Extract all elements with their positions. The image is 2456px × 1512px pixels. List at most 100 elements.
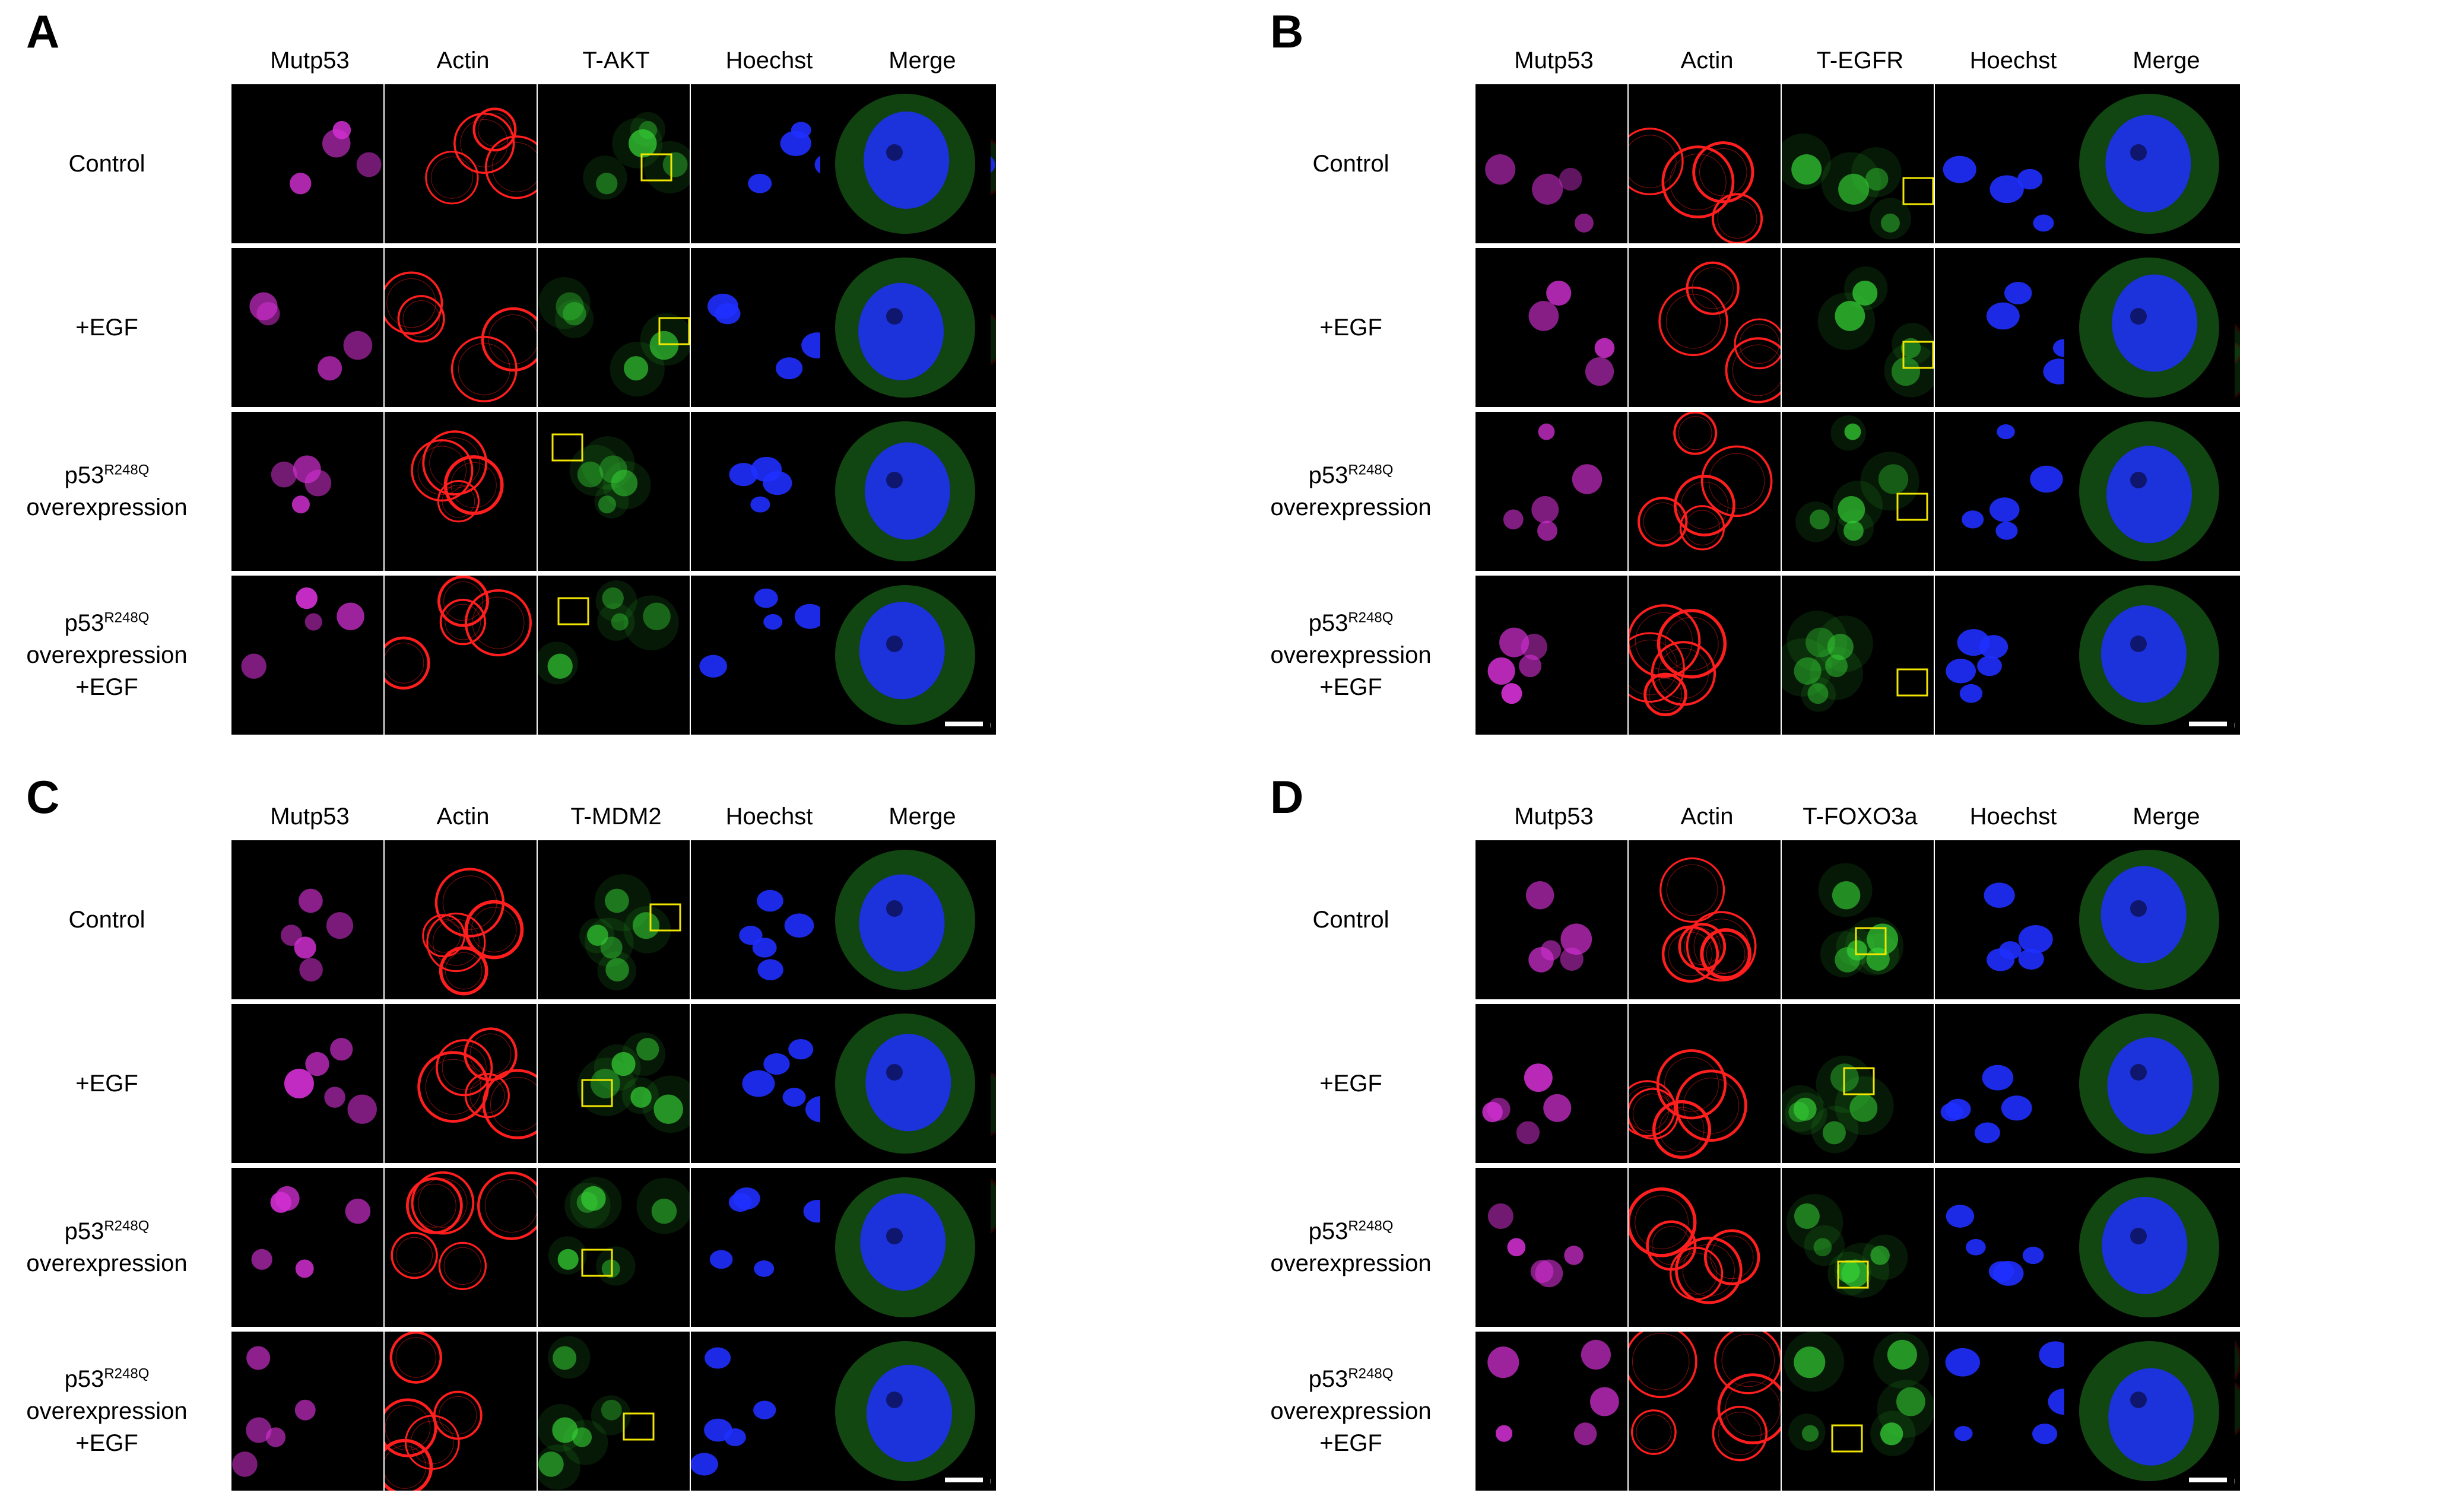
column-header-actin: Actin	[436, 803, 490, 830]
column-header-actin: Actin	[1680, 47, 1734, 74]
micrograph-mutp53	[231, 576, 383, 735]
micrograph-target	[538, 1332, 690, 1491]
micrograph-actin	[385, 1004, 537, 1163]
row-label-control: Control	[1312, 151, 1389, 177]
micrograph-target	[1782, 1004, 1934, 1163]
column-header-target: T-MDM2	[570, 803, 662, 830]
micrograph-mutp53	[231, 840, 383, 999]
column-header-target: T-EGFR	[1816, 47, 1904, 74]
scale-bar	[2189, 722, 2227, 726]
column-header-target: T-AKT	[582, 47, 650, 74]
zoom-inset	[2064, 576, 2235, 735]
zoom-inset	[820, 840, 991, 999]
micrograph-target	[538, 576, 690, 735]
column-header-target: T-FOXO3a	[1803, 803, 1918, 830]
panel-letter: B	[1270, 5, 1304, 58]
micrograph-target	[538, 840, 690, 999]
micrograph-mutp53	[1475, 412, 1627, 571]
column-header-mutp53: Mutp53	[270, 803, 350, 830]
column-header-mutp53: Mutp53	[1514, 803, 1594, 830]
figure-panel-c: C Mutp53 Actin T-MDM2 Hoechst Merge Cont…	[0, 756, 1228, 1512]
micrograph-target	[538, 1168, 690, 1327]
micrograph-hoechst	[691, 1332, 843, 1491]
micrograph-target	[1782, 840, 1934, 999]
panel-letter: C	[26, 771, 60, 823]
panel-letter: D	[1270, 771, 1304, 823]
zoom-inset	[2064, 412, 2235, 571]
micrograph-actin	[385, 412, 537, 571]
micrograph-target	[1782, 412, 1934, 571]
column-header-merge: Merge	[889, 803, 956, 830]
zoom-inset	[2064, 1004, 2235, 1163]
micrograph-actin	[1629, 412, 1781, 571]
zoom-inset	[2064, 1332, 2235, 1491]
micrograph-actin	[385, 248, 537, 407]
micrograph-hoechst	[691, 248, 843, 407]
micrograph-hoechst	[1935, 576, 2087, 735]
micrograph-target	[538, 412, 690, 571]
zoom-inset	[2064, 248, 2235, 407]
micrograph-target	[1782, 248, 1934, 407]
column-header-hoechst: Hoechst	[725, 803, 813, 830]
zoom-inset	[820, 576, 991, 735]
zoom-inset	[820, 248, 991, 407]
micrograph-actin	[1629, 1168, 1781, 1327]
micrograph-mutp53	[231, 1332, 383, 1491]
micrograph-target	[538, 248, 690, 407]
micrograph-actin	[385, 1332, 537, 1491]
micrograph-mutp53	[231, 248, 383, 407]
micrograph-target	[1782, 84, 1934, 243]
micrograph-hoechst	[691, 1168, 843, 1327]
micrograph-mutp53	[231, 412, 383, 571]
column-header-actin: Actin	[436, 47, 490, 74]
zoom-inset	[2064, 1168, 2235, 1327]
figure-panel-a: A Mutp53 Actin T-AKT Hoechst Merge Contr…	[0, 0, 1228, 756]
zoom-inset	[820, 1332, 991, 1491]
row-label-control: Control	[68, 151, 145, 177]
micrograph-hoechst	[1935, 840, 2087, 999]
figure-panel-d: D Mutp53 Actin T-FOXO3a Hoechst Merge Co…	[1244, 756, 2456, 1512]
zoom-inset	[820, 1004, 991, 1163]
row-label-egf: +EGF	[75, 315, 138, 341]
micrograph-hoechst	[691, 576, 843, 735]
row-label-control: Control	[68, 907, 145, 933]
scale-bar	[2189, 1478, 2227, 1482]
micrograph-mutp53	[1475, 576, 1627, 735]
micrograph-actin	[385, 1168, 537, 1327]
zoom-inset	[820, 1168, 991, 1327]
micrograph-mutp53	[1475, 1004, 1627, 1163]
figure-panel-b: B Mutp53 Actin T-EGFR Hoechst Merge Cont…	[1244, 0, 2456, 756]
zoom-inset	[820, 84, 991, 243]
column-header-merge: Merge	[2133, 803, 2200, 830]
row-label-control: Control	[1312, 907, 1389, 933]
micrograph-actin	[1629, 1332, 1781, 1491]
micrograph-hoechst	[1935, 1168, 2087, 1327]
micrograph-mutp53	[231, 84, 383, 243]
column-header-mutp53: Mutp53	[1514, 47, 1594, 74]
micrograph-target	[538, 1004, 690, 1163]
micrograph-target	[538, 84, 690, 243]
column-header-actin: Actin	[1680, 803, 1734, 830]
micrograph-actin	[1629, 248, 1781, 407]
row-label-egf: +EGF	[1319, 315, 1382, 341]
micrograph-hoechst	[691, 840, 843, 999]
micrograph-target	[1782, 1168, 1934, 1327]
micrograph-target	[1782, 576, 1934, 735]
micrograph-mutp53	[231, 1168, 383, 1327]
scale-bar	[945, 1478, 983, 1482]
column-header-hoechst: Hoechst	[1969, 47, 2057, 74]
micrograph-mutp53	[231, 1004, 383, 1163]
column-header-mutp53: Mutp53	[270, 47, 350, 74]
zoom-inset	[820, 412, 991, 571]
micrograph-actin	[1629, 84, 1781, 243]
micrograph-hoechst	[691, 412, 843, 571]
micrograph-target	[1782, 1332, 1934, 1491]
micrograph-hoechst	[691, 1004, 843, 1163]
micrograph-hoechst	[1935, 1004, 2087, 1163]
